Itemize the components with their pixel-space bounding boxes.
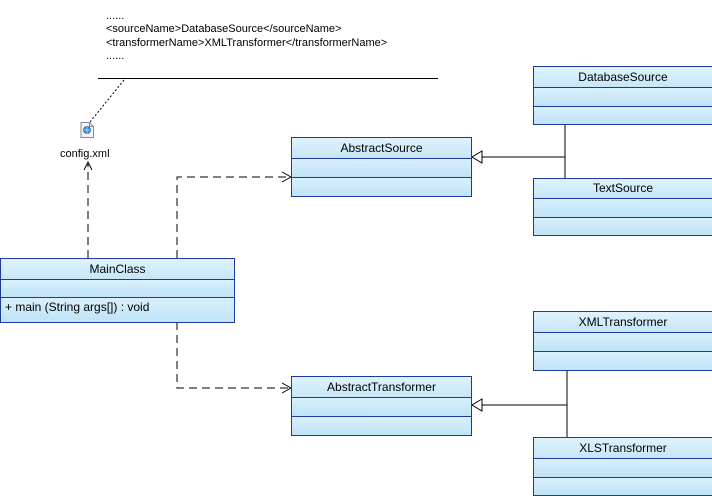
note-line-4: ......	[106, 50, 125, 62]
generalization-transformer	[482, 370, 568, 437]
class-name: XLSTransformer	[534, 438, 712, 459]
dependency-config-arrow	[83, 160, 93, 171]
generalization-source	[482, 124, 566, 178]
class-abstract-transformer[interactable]: AbstractTransformer	[291, 376, 472, 436]
attributes-section	[1, 280, 234, 298]
class-database-source[interactable]: DatabaseSource	[533, 66, 712, 125]
attributes-section	[534, 333, 712, 352]
operations-section: + main (String args[]) : void	[1, 298, 234, 322]
dependency-source	[176, 176, 290, 258]
class-name: AbstractSource	[292, 138, 471, 159]
class-name: DatabaseSource	[534, 67, 712, 88]
class-main[interactable]: MainClass + main (String args[]) : void	[0, 258, 235, 323]
dependency-transformer	[176, 322, 290, 389]
class-name: MainClass	[1, 259, 234, 280]
note-anchor-line	[89, 79, 125, 123]
operations-section	[534, 478, 712, 495]
class-abstract-source[interactable]: AbstractSource	[291, 137, 472, 197]
config-file-label: config.xml	[60, 148, 110, 160]
operations-section	[534, 218, 712, 235]
class-xls-transformer[interactable]: XLSTransformer	[533, 437, 712, 496]
class-xml-transformer[interactable]: XMLTransformer	[533, 311, 712, 371]
attributes-section	[292, 398, 471, 417]
class-name: TextSource	[534, 179, 712, 199]
operations-section	[292, 178, 471, 196]
operations-section	[534, 107, 712, 124]
attributes-section	[534, 199, 712, 218]
attributes-section	[534, 88, 712, 107]
xml-file-icon[interactable]	[80, 122, 94, 138]
attributes-section	[292, 159, 471, 178]
class-name: AbstractTransformer	[292, 377, 471, 398]
class-text-source[interactable]: TextSource	[533, 178, 712, 236]
operations-section	[292, 417, 471, 435]
attributes-section	[534, 459, 712, 478]
note-line-1: ......	[106, 10, 125, 22]
class-name: XMLTransformer	[534, 312, 712, 333]
operation-main: + main (String args[]) : void	[5, 300, 150, 314]
note-line-2: <sourceName>DatabaseSource</sourceName>	[106, 23, 342, 35]
generalization-transformer-arrow	[471, 398, 483, 412]
note-line-3: <transformerName>XMLTransformer</transfo…	[106, 37, 388, 49]
operations-section	[534, 352, 712, 370]
xml-config-note: ...... <sourceName>DatabaseSource</sourc…	[98, 0, 438, 78]
generalization-source-arrow	[471, 150, 483, 164]
